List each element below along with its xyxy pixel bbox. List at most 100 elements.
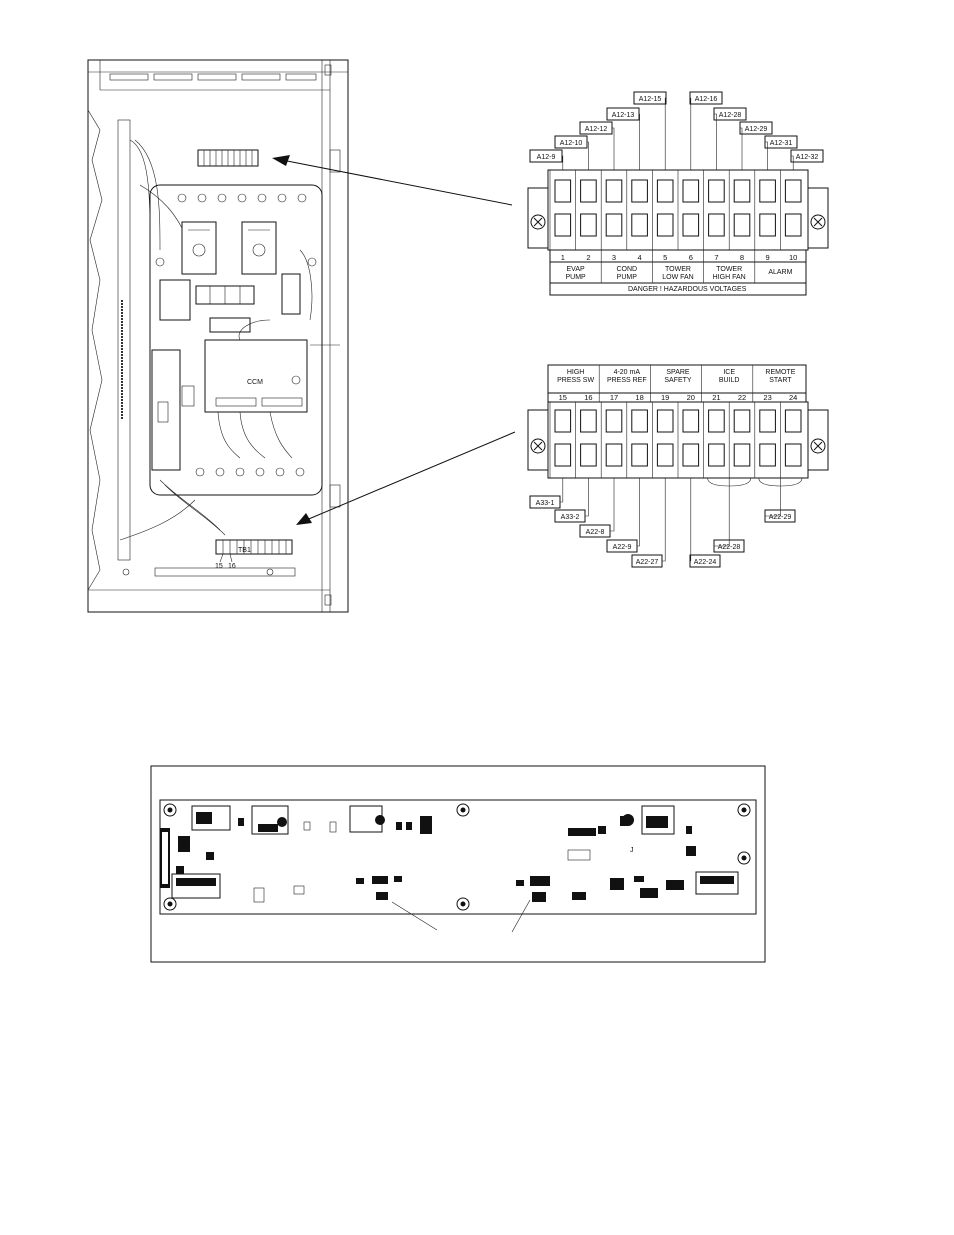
mounting-screw-icon — [530, 438, 546, 454]
tb1-label: TB1 — [238, 547, 251, 554]
wire-tag-label: A12-15 — [639, 96, 662, 103]
terminal-number: 24 — [789, 393, 797, 402]
terminal-number: 21 — [712, 393, 720, 402]
group-label: START — [769, 377, 792, 384]
terminal-screw — [605, 443, 623, 467]
terminal-number: 4 — [638, 253, 642, 262]
terminal-number: 18 — [635, 393, 643, 402]
terminal-screw — [580, 179, 597, 203]
group-label: PUMP — [565, 274, 586, 281]
group-label: 4-20 mA — [614, 369, 641, 376]
terminal-screw — [605, 409, 623, 433]
terminal-screw — [631, 443, 648, 467]
group-label: SPARE — [666, 369, 690, 376]
group-label: EVAP — [567, 266, 585, 273]
terminal-screw — [682, 443, 700, 467]
group-label: PUMP — [617, 274, 638, 281]
wire-tag-label: A12-13 — [612, 112, 635, 119]
terminal-screw — [759, 443, 776, 467]
group-label: HIGH FAN — [713, 274, 746, 281]
leader-arrows — [272, 155, 516, 525]
wire-tag-label: A12-16 — [695, 96, 718, 103]
wire-tag-label: A12-32 — [796, 154, 819, 161]
terminal-number: 16 — [584, 393, 592, 402]
terminal-screw — [554, 213, 572, 237]
terminal-number: 2 — [586, 253, 590, 262]
terminal-number: 6 — [689, 253, 693, 262]
terminal-screw — [631, 409, 648, 433]
terminal-screw — [631, 213, 648, 237]
terminal-screw — [759, 179, 776, 203]
terminal-screw — [733, 443, 751, 467]
terminal-screw — [759, 213, 776, 237]
terminal-screw — [656, 443, 674, 467]
terminal-number: 5 — [663, 253, 667, 262]
terminal-screw — [656, 409, 674, 433]
terminal-screw — [733, 409, 751, 433]
tb1-terminal-15: 15 — [215, 563, 223, 570]
terminal-screw — [554, 443, 572, 467]
terminal-number: 15 — [559, 393, 567, 402]
group-label: HIGH — [567, 369, 585, 376]
terminal-screw — [759, 409, 776, 433]
terminal-screw — [682, 409, 700, 433]
group-label: TOWER — [665, 266, 691, 273]
terminal-screw — [631, 179, 648, 203]
wire-harness — [119, 139, 340, 541]
pcb-mounting-holes — [163, 803, 751, 911]
group-label: SAFETY — [664, 377, 692, 384]
terminal-screw — [733, 213, 751, 237]
mounting-screw-icon — [810, 214, 826, 230]
pcb-components — [176, 816, 696, 903]
group-label: LOW FAN — [662, 274, 694, 281]
group-label: TOWER — [716, 266, 742, 273]
mounting-screw-icon — [530, 214, 546, 230]
terminal-screw — [708, 409, 725, 433]
wire-tag-label: A12-10 — [560, 140, 583, 147]
arrow-upper-strip — [281, 159, 513, 206]
wire-tag-label: A22-24 — [694, 559, 717, 566]
leader-line-right — [511, 899, 531, 933]
wire-tag-label: A22-27 — [636, 559, 659, 566]
group-label: PRESS REF — [607, 377, 647, 384]
transformer-left — [159, 279, 191, 321]
contactor-left — [181, 221, 217, 275]
tb1-miniature — [215, 539, 293, 563]
wire-tag-label: A22-29 — [769, 514, 792, 521]
terminal-screw — [784, 409, 802, 433]
terminal-number: 17 — [610, 393, 618, 402]
vent-slots — [109, 73, 317, 81]
terminal-number: 3 — [612, 253, 616, 262]
arrow-lower-strip — [303, 431, 516, 522]
power-module — [151, 349, 181, 471]
terminal-number: 19 — [661, 393, 669, 402]
terminal-screw — [580, 409, 597, 433]
group-label: REMOTE — [765, 369, 795, 376]
wire-tag-label: A33-1 — [536, 500, 555, 507]
group-label: ALARM — [768, 269, 792, 276]
terminal-screw — [784, 213, 802, 237]
terminal-screw — [708, 213, 725, 237]
terminal-number: 22 — [738, 393, 746, 402]
terminal-number: 9 — [766, 253, 770, 262]
terminal-number: 7 — [714, 253, 718, 262]
terminal-screw — [784, 179, 802, 203]
terminal-screw — [682, 179, 700, 203]
group-label: COND — [616, 266, 637, 273]
terminal-screw — [784, 443, 802, 467]
terminal-screw — [656, 213, 674, 237]
mounting-bolts — [155, 193, 317, 477]
contactor-right — [241, 221, 277, 275]
wire-tag-label: A12-9 — [537, 154, 556, 161]
terminal-number: 10 — [789, 253, 797, 262]
terminal-number: 20 — [687, 393, 695, 402]
wire-tag-label: A33-2 — [561, 514, 580, 521]
terminal-screw — [554, 409, 572, 433]
terminal-screw — [580, 213, 597, 237]
ccm-board — [204, 339, 308, 413]
terminal-screw — [708, 443, 725, 467]
leader-line-left — [391, 901, 438, 931]
group-label: PRESS SW — [557, 377, 594, 384]
terminal-screw — [605, 213, 623, 237]
